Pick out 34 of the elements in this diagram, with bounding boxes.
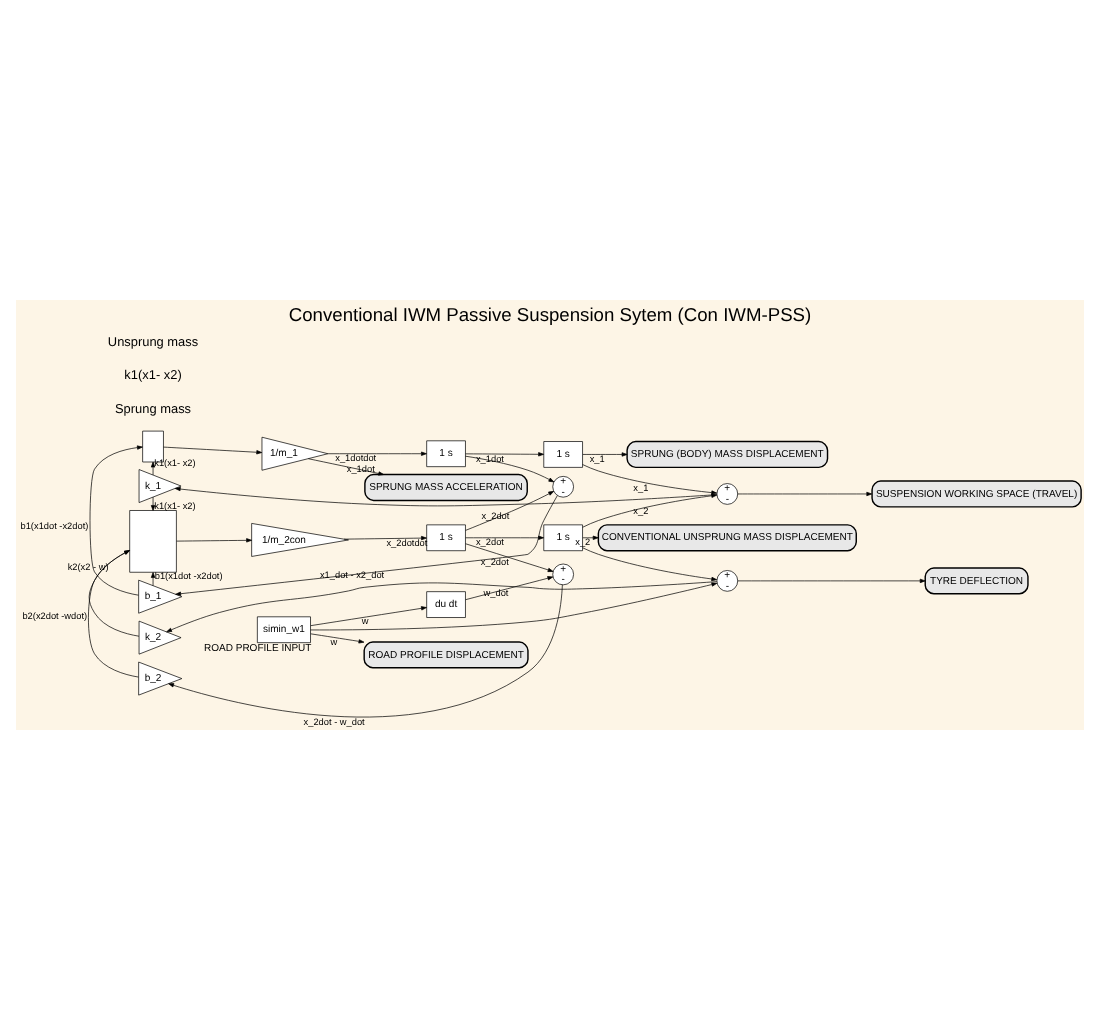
arrow <box>582 463 718 494</box>
arrow <box>310 605 427 625</box>
arrow <box>465 542 554 571</box>
arrow <box>582 492 718 527</box>
arrow <box>88 549 139 677</box>
arrow <box>465 454 555 482</box>
arrow <box>465 534 544 539</box>
arrow <box>174 485 718 506</box>
arrow <box>465 451 544 456</box>
arrow <box>88 549 140 636</box>
diagram-title: Conventional IWM Passive Suspension Sytem (Con IWM-PSS) <box>288 303 812 324</box>
arrow <box>737 490 873 496</box>
arrow <box>166 580 718 632</box>
arrow <box>737 577 926 582</box>
arrow <box>582 534 599 539</box>
arrow <box>168 583 563 717</box>
node-box <box>129 509 177 572</box>
arrow <box>89 444 143 595</box>
arrow <box>582 546 718 581</box>
arrow <box>150 495 156 510</box>
arrow <box>163 445 263 454</box>
arrow <box>175 494 558 595</box>
arrow <box>465 489 555 530</box>
arrow <box>150 460 156 475</box>
arrow <box>310 632 365 643</box>
arrow <box>465 575 554 600</box>
arrow <box>327 450 427 455</box>
arrow <box>150 571 156 586</box>
arrow <box>176 537 252 542</box>
arrow <box>343 535 427 540</box>
arrow <box>308 457 385 475</box>
node-box <box>142 429 164 462</box>
arrow <box>582 451 628 456</box>
arrow <box>310 581 718 630</box>
